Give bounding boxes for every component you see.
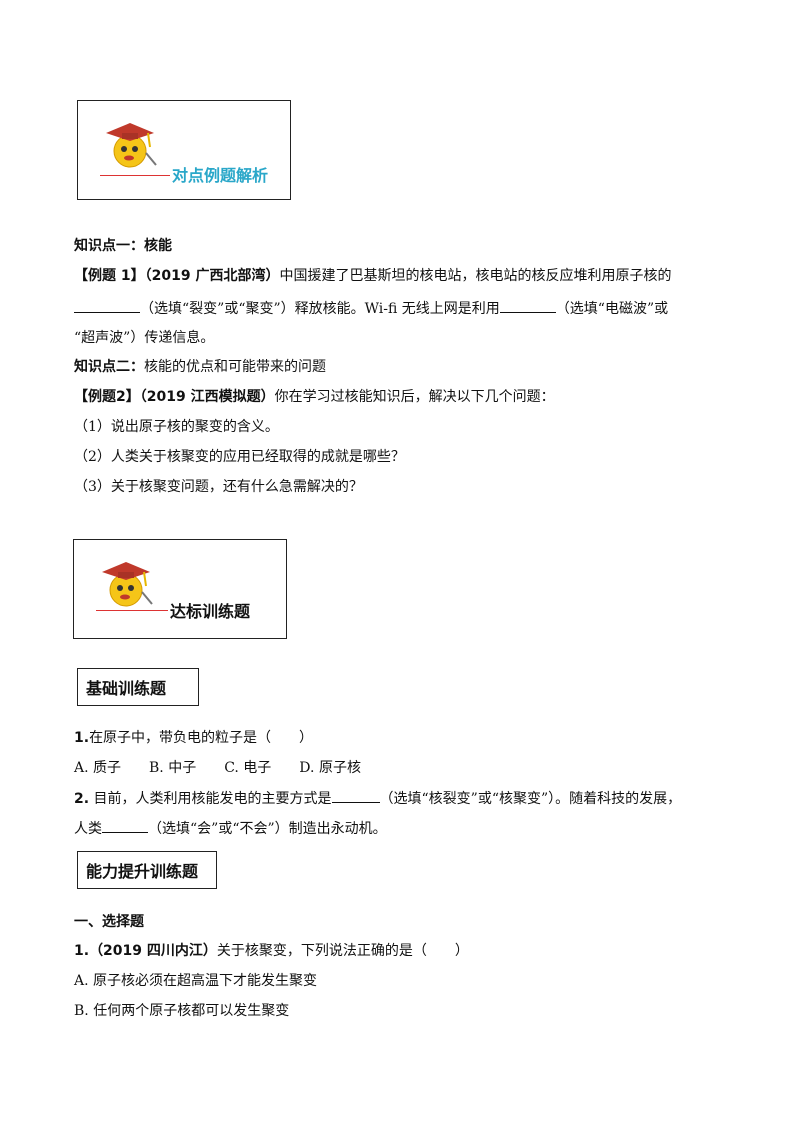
- knowledge-label: 知识点一：: [74, 238, 144, 254]
- example-source: （2019 广西北部湾）: [144, 268, 280, 284]
- banner-example-analysis: 对点例题解析: [77, 100, 291, 200]
- example-text: 你在学习过核能知识后，解决以下几个问题：: [274, 389, 555, 405]
- question-text: 目前，人类利用核能发电的主要方式是: [93, 791, 332, 807]
- section-basic-training: 基础训练题: [77, 668, 199, 706]
- choice-question-1: 1.（2019 四川内江）关于核聚变，下列说法正确的是（ ）: [74, 941, 469, 961]
- example-tag: 【例题 1】: [74, 268, 145, 284]
- basic-question-1-options: A. 质子 B. 中子 C. 电子 D. 原子核: [74, 760, 361, 776]
- question-number: 1.: [74, 943, 90, 959]
- choice-option-a[interactable]: A. 原子核必须在超高温下才能发生聚变: [74, 973, 318, 989]
- example-2-q3: （3）关于核聚变问题，还有什么急需解决的？: [74, 479, 363, 495]
- example-text: 中国援建了巴基斯坦的核电站，核电站的核反应堆利用原子核的: [279, 268, 672, 284]
- question-number: 1.: [74, 730, 90, 746]
- basic-question-1: 1.在原子中，带负电的粒子是（ ）: [74, 728, 313, 748]
- banner-rule: [96, 610, 168, 611]
- example-text: （选填“裂变”或“聚变”）释放核能。Wi-fi 无线上网是利用: [140, 301, 500, 317]
- section-choice-title: 一、选择题: [74, 914, 144, 930]
- answer-blank[interactable]: [102, 818, 148, 833]
- example-1-line-1: 【例题 1】（2019 广西北部湾）中国援建了巴基斯坦的核电站，核电站的核反应堆…: [74, 266, 671, 286]
- question-text: 在原子中，带负电的粒子是（ ）: [89, 730, 314, 746]
- section-advanced-training: 能力提升训练题: [77, 851, 217, 889]
- banner-title: 对点例题解析: [172, 166, 269, 185]
- question-text: 关于核聚变，下列说法正确的是（ ）: [216, 943, 469, 959]
- answer-blank[interactable]: [331, 788, 380, 803]
- banner-rule: [100, 175, 170, 176]
- example-tag: 【例题2】: [74, 389, 140, 405]
- knowledge-topic: 核能: [144, 238, 172, 254]
- example-2-line: 【例题2】（2019 江西模拟题）你在学习过核能知识后，解决以下几个问题：: [74, 387, 555, 407]
- knowledge-label: 知识点二：: [74, 359, 144, 375]
- choice-option-b[interactable]: B. 任何两个原子核都可以发生聚变: [74, 1003, 290, 1019]
- basic-question-2-line-1: 2. 目前，人类利用核能发电的主要方式是 （选填“核裂变”或“核聚变”）。随着科技…: [74, 788, 681, 809]
- answer-blank[interactable]: [499, 298, 556, 313]
- example-text: “超声波”）传递信息。: [74, 330, 215, 346]
- knowledge-point-2: 知识点二：核能的优点和可能带来的问题: [74, 357, 326, 377]
- question-text: 人类: [74, 821, 102, 837]
- example-1-line-3: “超声波”）传递信息。: [74, 328, 214, 348]
- example-text: （选填“电磁波”或: [555, 301, 669, 317]
- question-text: （选填“核裂变”或“核聚变”）。随着科技的发展，: [379, 791, 682, 807]
- example-2-q1: （1）说出原子核的聚变的含义。: [74, 419, 279, 435]
- answer-blank[interactable]: [74, 298, 140, 313]
- graduate-mascot-icon: [102, 562, 153, 607]
- banner-title: 达标训练题: [170, 602, 251, 621]
- question-text: （选填“会”或“不会”）制造出永动机。: [148, 821, 387, 837]
- banner-practice: 达标训练题: [73, 539, 287, 639]
- example-source: （2019 江西模拟题）: [139, 389, 275, 405]
- question-source: （2019 四川内江）: [89, 943, 217, 959]
- question-number: 2.: [74, 791, 90, 807]
- example-1-line-2: （选填“裂变”或“聚变”）释放核能。Wi-fi 无线上网是利用 （选填“电磁波”或: [74, 298, 668, 319]
- graduate-mascot-icon: [106, 123, 157, 168]
- knowledge-topic: 核能的优点和可能带来的问题: [144, 359, 326, 375]
- basic-question-2-line-2: 人类 （选填“会”或“不会”）制造出永动机。: [74, 818, 387, 839]
- knowledge-point-1: 知识点一：核能: [74, 236, 172, 256]
- example-2-q2: （2）人类关于核聚变的应用已经取得的成就是哪些？: [74, 449, 405, 465]
